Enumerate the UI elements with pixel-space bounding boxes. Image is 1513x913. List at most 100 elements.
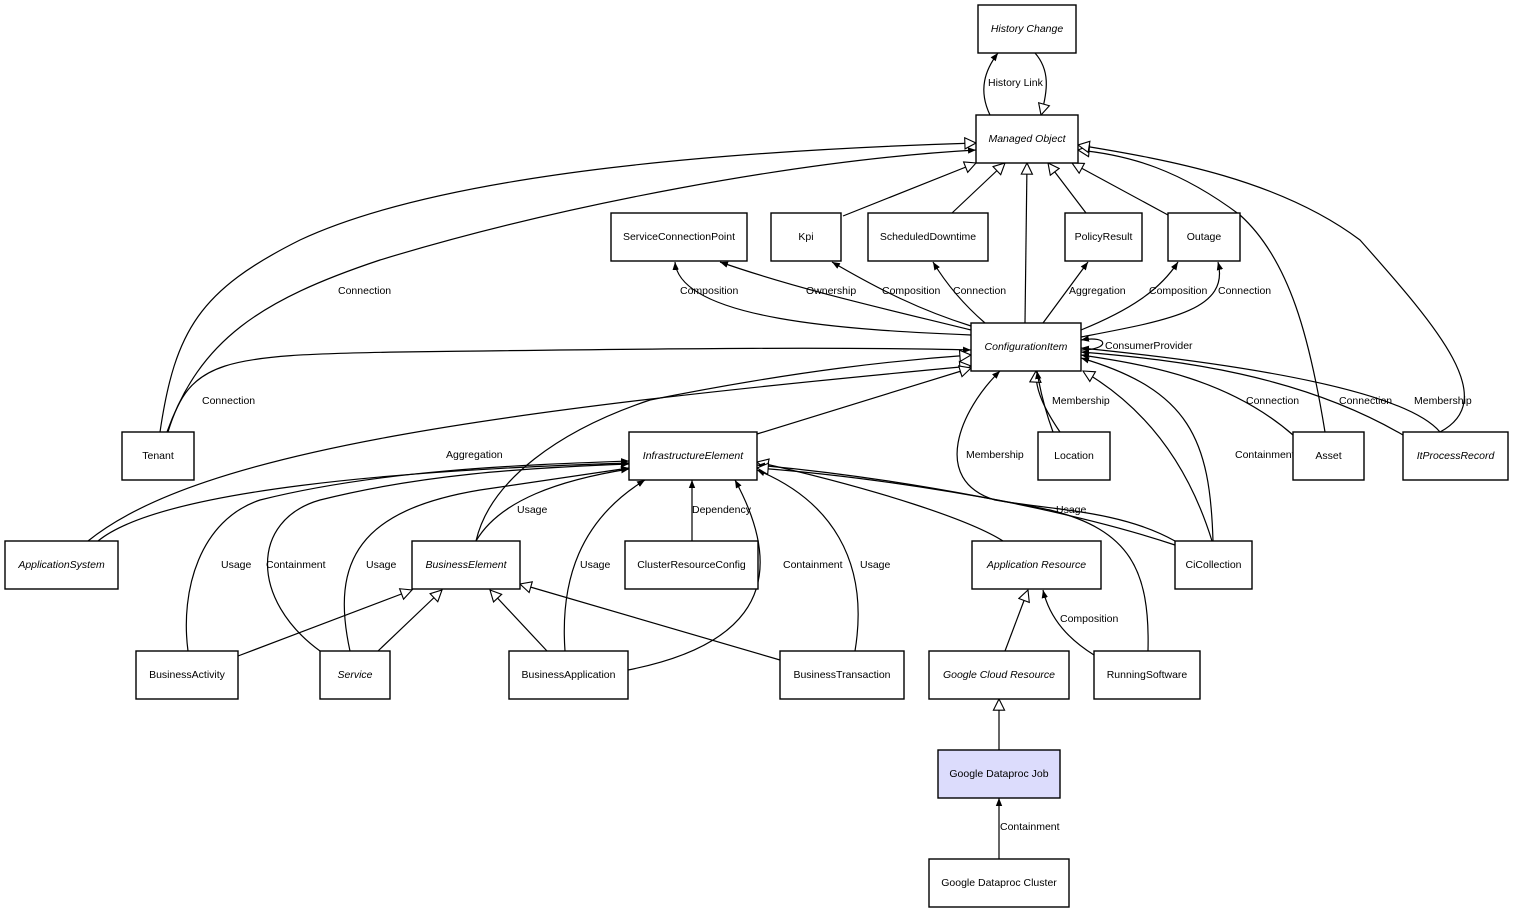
- class-box[interactable]: [937, 749, 1061, 799]
- class-label: Google Dataproc Cluster: [941, 877, 1057, 889]
- class-node-kpi[interactable]: Kpi: [770, 212, 842, 262]
- class-node-businesselement[interactable]: BusinessElement: [411, 540, 521, 590]
- class-node-ci[interactable]: ConfigurationItem: [970, 322, 1082, 372]
- association-arrow: [166, 147, 977, 433]
- inheritance-arrow: [1083, 371, 1213, 542]
- class-box[interactable]: [975, 114, 1079, 164]
- class-node-infra[interactable]: InfrastructureElement: [628, 431, 758, 481]
- class-label: ScheduledDowntime: [880, 231, 976, 243]
- edge-kpi-to-managedobject-inheritance: [842, 163, 976, 217]
- class-node-managedobject[interactable]: Managed Object: [975, 114, 1079, 164]
- class-node-businessactivity[interactable]: BusinessActivity: [135, 650, 239, 700]
- edge-itprocess-to-ci-membership: [1080, 345, 1441, 433]
- class-box[interactable]: [508, 650, 629, 700]
- inheritance-arrow: [490, 590, 548, 652]
- edge-historychange-to-managedobject-inheritance: [1034, 52, 1046, 115]
- class-node-appresource[interactable]: Application Resource: [971, 540, 1102, 590]
- class-label: Tenant: [142, 450, 174, 462]
- class-node-gcr[interactable]: Google Cloud Resource: [928, 650, 1070, 700]
- edge-label: Containment: [266, 559, 326, 571]
- class-node-historychange[interactable]: History Change: [977, 4, 1077, 54]
- class-node-service[interactable]: Service: [319, 650, 391, 700]
- association-arrow: [719, 261, 972, 331]
- class-box[interactable]: [970, 322, 1082, 372]
- class-label: Managed Object: [988, 133, 1066, 145]
- inheritance-arrow: [1025, 163, 1027, 324]
- class-box[interactable]: [1064, 212, 1143, 262]
- class-node-businesstx[interactable]: BusinessTransaction: [779, 650, 905, 700]
- class-box[interactable]: [1292, 431, 1365, 481]
- association-arrow: [831, 261, 972, 327]
- association-arrow: [1035, 370, 1054, 433]
- edge-businessactivity-to-businesselement-inheritance: [237, 590, 412, 657]
- class-label: Google Cloud Resource: [943, 669, 1055, 681]
- edge-label: Membership: [1052, 395, 1110, 407]
- class-box[interactable]: [4, 540, 119, 590]
- edge-runningsoftware-to-appresource-composition: [1041, 589, 1095, 656]
- class-node-location[interactable]: Location: [1037, 431, 1111, 481]
- edge-service-to-infra-usage: [343, 465, 630, 652]
- edge-businesselement-to-ci-inheritance: [475, 355, 971, 542]
- class-node-scheduleddowntime[interactable]: ScheduledDowntime: [867, 212, 989, 262]
- class-node-businessapp[interactable]: BusinessApplication: [508, 650, 629, 700]
- class-box[interactable]: [135, 650, 239, 700]
- class-node-outage[interactable]: Outage: [1167, 212, 1241, 262]
- edge-scheduleddowntime-to-managedobject-inheritance: [951, 163, 1005, 214]
- class-node-asset[interactable]: Asset: [1292, 431, 1365, 481]
- class-box[interactable]: [628, 431, 758, 481]
- class-box[interactable]: [319, 650, 391, 700]
- class-node-scp[interactable]: ServiceConnectionPoint: [610, 212, 748, 262]
- class-node-crc[interactable]: ClusterResourceConfig: [624, 540, 759, 590]
- class-node-policyresult[interactable]: PolicyResult: [1064, 212, 1143, 262]
- class-box[interactable]: [1167, 212, 1241, 262]
- class-node-runningsoftware[interactable]: RunningSoftware: [1093, 650, 1201, 700]
- association-arrow: [756, 469, 859, 652]
- association-arrow: [97, 460, 630, 542]
- class-node-dataprocjob[interactable]: Google Dataproc Job: [937, 749, 1061, 799]
- class-box[interactable]: [1174, 540, 1253, 590]
- class-node-tenant[interactable]: Tenant: [121, 431, 195, 481]
- class-label: ApplicationSystem: [17, 559, 105, 571]
- edge-ci-to-scp-composition: [672, 261, 972, 336]
- class-box[interactable]: [1402, 431, 1509, 481]
- class-node-itprocess[interactable]: ItProcessRecord: [1402, 431, 1509, 481]
- class-box[interactable]: [610, 212, 748, 262]
- class-label: Google Dataproc Job: [949, 768, 1048, 780]
- edge-ci-to-scp-ownership: [719, 261, 972, 331]
- association-arrow: [1080, 345, 1441, 433]
- class-label: ConfigurationItem: [985, 341, 1068, 353]
- association-arrow: [563, 479, 646, 652]
- association-arrow: [343, 465, 630, 652]
- edge-ci-to-kpi-composition: [831, 261, 972, 327]
- edge-gcr-to-appresource-inheritance: [1004, 590, 1028, 652]
- class-box[interactable]: [121, 431, 195, 481]
- inheritance-arrow: [1078, 145, 1465, 433]
- class-box[interactable]: [1037, 431, 1111, 481]
- association-arrow: [1080, 349, 1404, 436]
- class-box[interactable]: [1093, 650, 1201, 700]
- class-box[interactable]: [971, 540, 1102, 590]
- edge-label: Composition: [1060, 613, 1119, 625]
- class-node-cicollection[interactable]: CiCollection: [1174, 540, 1253, 590]
- edge-businesstx-to-businesselement-inheritance: [520, 584, 781, 661]
- association-arrow: [266, 461, 630, 652]
- class-box[interactable]: [867, 212, 989, 262]
- class-box[interactable]: [928, 650, 1070, 700]
- class-box[interactable]: [928, 858, 1070, 908]
- edge-cicollection-to-ci-inheritance: [1083, 371, 1213, 542]
- class-box[interactable]: [779, 650, 905, 700]
- class-box[interactable]: [770, 212, 842, 262]
- class-box[interactable]: [977, 4, 1077, 54]
- class-label: BusinessApplication: [522, 669, 616, 681]
- class-node-appsystem[interactable]: ApplicationSystem: [4, 540, 119, 590]
- edge-location-to-ci-membership: [1035, 370, 1054, 433]
- edge-appsystem-to-infra-aggregation: [97, 460, 630, 542]
- association-arrow: [983, 52, 999, 116]
- association-arrow: [1042, 261, 1089, 324]
- class-node-dataproccluster[interactable]: Google Dataproc Cluster: [928, 858, 1070, 908]
- association-arrow: [672, 261, 972, 336]
- edge-label: Containment: [1000, 821, 1060, 833]
- class-box[interactable]: [624, 540, 759, 590]
- association-arrow: [185, 458, 630, 652]
- class-box[interactable]: [411, 540, 521, 590]
